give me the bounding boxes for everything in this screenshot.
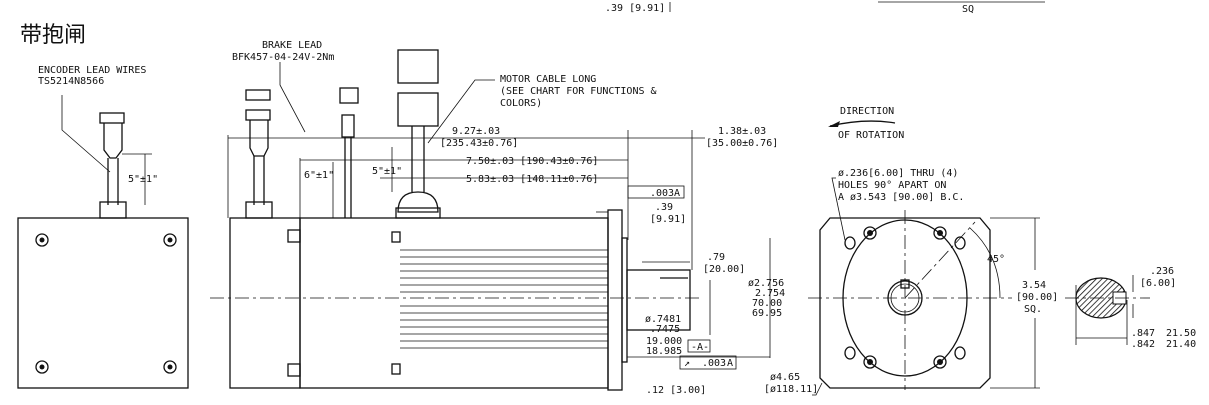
holes-note-3: A ø3.543 [90.00] B.C.	[838, 192, 964, 203]
motor-cable-label-1: MOTOR CABLE LONG	[500, 74, 596, 85]
square-label: SQ.	[1024, 304, 1042, 315]
diag-size: ø4.65	[770, 372, 800, 383]
pilot-dia-b: 2.754	[755, 288, 785, 299]
brake-label-1: BRAKE LEAD	[262, 40, 322, 51]
shaft-dia-b: .7475	[650, 324, 680, 335]
motor-cable-length: 5"±1"	[372, 166, 402, 177]
brake-length: 6"±1"	[304, 170, 334, 181]
perp-tolerance: .003	[650, 188, 674, 199]
rotation-arrow-icon	[829, 120, 896, 127]
cut-dim-left: .39 [9.91]	[605, 3, 665, 14]
flat-mm-a: 21.50	[1166, 328, 1196, 339]
encoder-length: 5"±1"	[128, 174, 158, 185]
pilot-dia-a: ø2.756	[748, 278, 784, 289]
front-view	[808, 177, 1040, 396]
flat-a: .847	[1131, 328, 1155, 339]
pilot-dia-mm-a: 70.00	[752, 298, 782, 309]
page-title: 带抱闸	[20, 23, 86, 48]
shaft-dia-mm-a: 19.000	[646, 336, 682, 347]
holes-note-1: ø.236[6.00] THRU (4)	[838, 168, 958, 179]
flat-b: .842	[1131, 339, 1155, 350]
shaft-dia-a: ø.7481	[645, 314, 681, 325]
key-length: .79	[707, 252, 725, 263]
runout-tolerance: .003	[702, 358, 726, 369]
flat-mm-b: 21.40	[1166, 339, 1196, 350]
side-view	[210, 49, 705, 391]
body-length-2: 5.83±.03 [148.11±0.76]	[466, 174, 598, 185]
motor-cable-label-3: COLORS)	[500, 98, 542, 109]
runout-datum: A	[727, 358, 733, 369]
pilot-dia-mm-b: 69.95	[752, 308, 782, 319]
encoder-label-2: TS5214N8566	[38, 76, 104, 87]
perp-datum: A	[674, 188, 680, 199]
key-length-mm: [20.00]	[703, 264, 745, 275]
perpendicularity-frame	[627, 185, 685, 199]
flange-thickness: .39	[655, 202, 673, 213]
body-length: 7.50±.03 [190.43±0.76]	[466, 156, 598, 167]
flange-thickness-mm: [9.91]	[650, 214, 686, 225]
datum-frame	[687, 339, 711, 353]
square-size: 3.54	[1022, 280, 1046, 291]
overall-length-mm: [235.43±0.76]	[440, 138, 518, 149]
runout-frame	[679, 355, 737, 370]
shaft-dia-mm-b: 18.985	[646, 346, 682, 357]
square-size-mm: [90.00]	[1016, 292, 1058, 303]
rear-view: 5"±1"	[17, 95, 189, 389]
motor-cable-label-2: (SEE CHART FOR FUNCTIONS &	[500, 86, 657, 97]
holes-note-2: HOLES 90° APART ON	[838, 180, 946, 191]
angle-label: 45°	[987, 254, 1005, 265]
cooling-fins	[400, 249, 608, 349]
shaft-length-mm: [35.00±0.76]	[706, 138, 778, 149]
diag-size-mm: [ø118.11]	[764, 384, 818, 395]
direction-label-2: OF ROTATION	[838, 130, 904, 141]
datum-label: -A-	[691, 342, 709, 353]
key-width: .236	[1150, 266, 1174, 277]
pilot-depth: .12 [3.00]	[646, 385, 706, 396]
key-width-mm: [6.00]	[1140, 278, 1176, 289]
cut-dim-sq: SQ	[962, 4, 974, 15]
runout-arrow-icon: ↗	[684, 358, 690, 369]
overall-length: 9.27±.03	[452, 126, 500, 137]
shaft-length: 1.38±.03	[718, 126, 766, 137]
rotation-arrowhead	[828, 121, 840, 127]
encoder-label-1: ENCODER LEAD WIRES	[38, 65, 146, 76]
direction-label-1: DIRECTION	[840, 106, 894, 117]
shaft-section	[1065, 275, 1150, 345]
brake-label-2: BFK457-04-24V-2Nm	[232, 52, 334, 63]
